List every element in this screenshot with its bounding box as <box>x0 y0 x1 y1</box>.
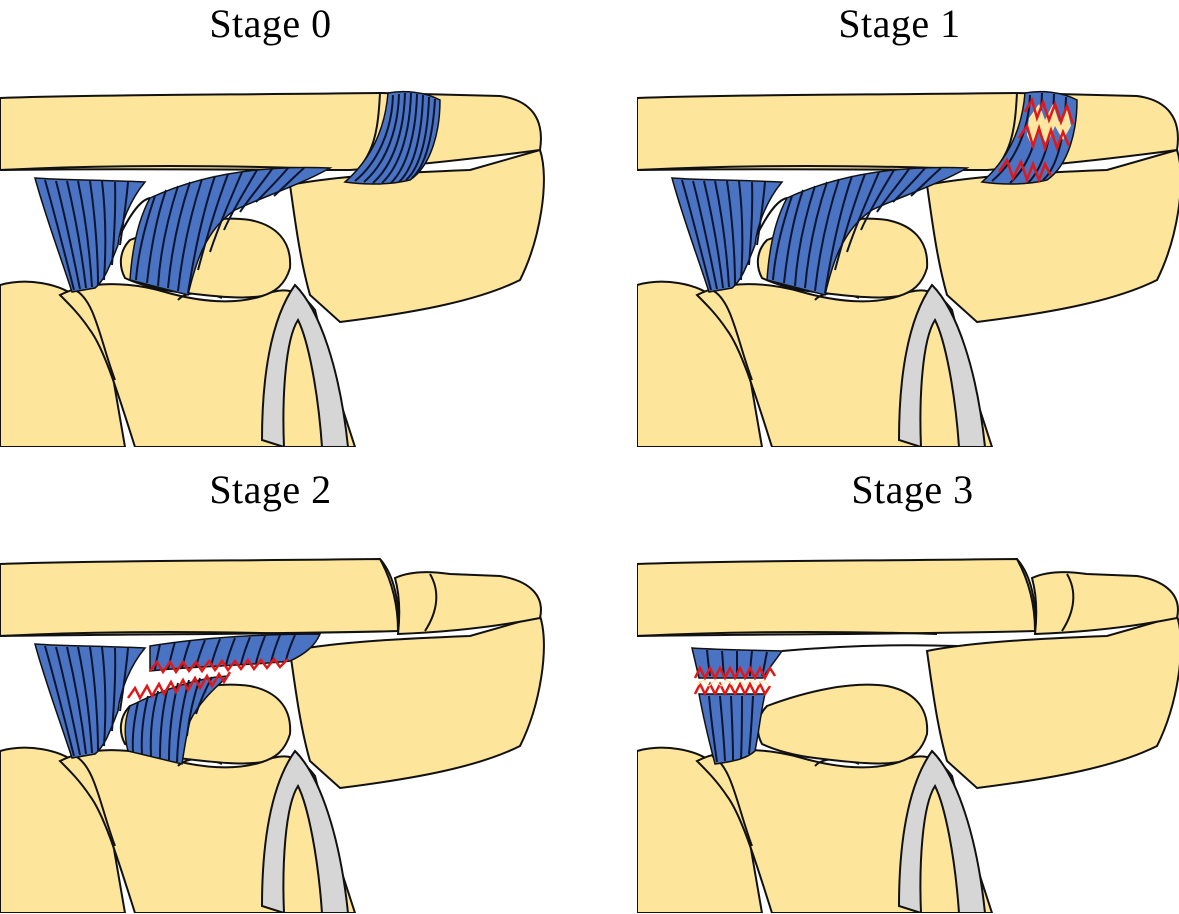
trapezoid-upper-tear <box>149 656 289 675</box>
trapezoid-ligament-upper-torn <box>149 633 322 675</box>
ac-ligament-sprained <box>980 90 1078 185</box>
stage-2-illustration <box>0 557 545 913</box>
stage-0-panel: Stage 0 <box>0 0 545 447</box>
first-rib <box>260 749 350 913</box>
clavicle <box>0 91 542 179</box>
stage-1-title: Stage 1 <box>838 1 961 46</box>
stage-1-panel: Stage 1 <box>637 0 1179 447</box>
conoid-ligament <box>33 643 147 759</box>
stage-1-illustration <box>637 90 1179 447</box>
trapezoid-lower-tear <box>126 671 232 701</box>
acromion-end <box>393 571 542 636</box>
conoid-ligament <box>33 177 147 293</box>
stage-3-panel: Stage 3 <box>637 466 1179 913</box>
cc-gap-outline <box>119 197 151 236</box>
acromion <box>288 148 545 324</box>
ac-tear-zigzag-mid <box>1017 123 1071 153</box>
stage-2-panel: Stage 2 <box>0 466 545 913</box>
stage-3-title: Stage 3 <box>851 467 974 512</box>
conoid-tear-upper <box>693 665 777 681</box>
acromion-end <box>1030 571 1179 636</box>
conoid-ligament <box>670 177 784 293</box>
first-rib <box>897 283 987 447</box>
stage-0-illustration <box>0 90 545 447</box>
first-rib <box>897 749 987 913</box>
conoid-ligament-torn <box>691 647 784 765</box>
stage-0-title: Stage 0 <box>209 1 332 46</box>
trapezoid-ligament <box>129 166 333 296</box>
stage-2-title: Stage 2 <box>209 467 332 512</box>
cc-gap-outline <box>756 197 788 236</box>
glenoid-lip <box>711 289 753 381</box>
ac-ligament <box>343 90 441 185</box>
cc-space-outline <box>781 644 958 652</box>
ac-tear-zigzag-lower <box>997 157 1053 184</box>
clavicle-displaced <box>637 557 1037 638</box>
acromion <box>925 614 1179 790</box>
clavicle <box>637 91 1179 179</box>
trapezoid-ligament <box>766 166 970 296</box>
ac-tear-zigzag-upper <box>1023 96 1075 126</box>
glenoid-lip <box>74 755 116 847</box>
glenoid-lip <box>74 289 116 381</box>
clavicle-displaced <box>0 557 400 638</box>
coracoid-tip <box>756 683 929 765</box>
first-rib <box>260 283 350 447</box>
stage-3-illustration <box>637 557 1179 913</box>
acromion <box>288 614 545 790</box>
trapezoid-ligament-lower-torn <box>124 671 232 765</box>
conoid-tear-lower <box>693 681 772 697</box>
